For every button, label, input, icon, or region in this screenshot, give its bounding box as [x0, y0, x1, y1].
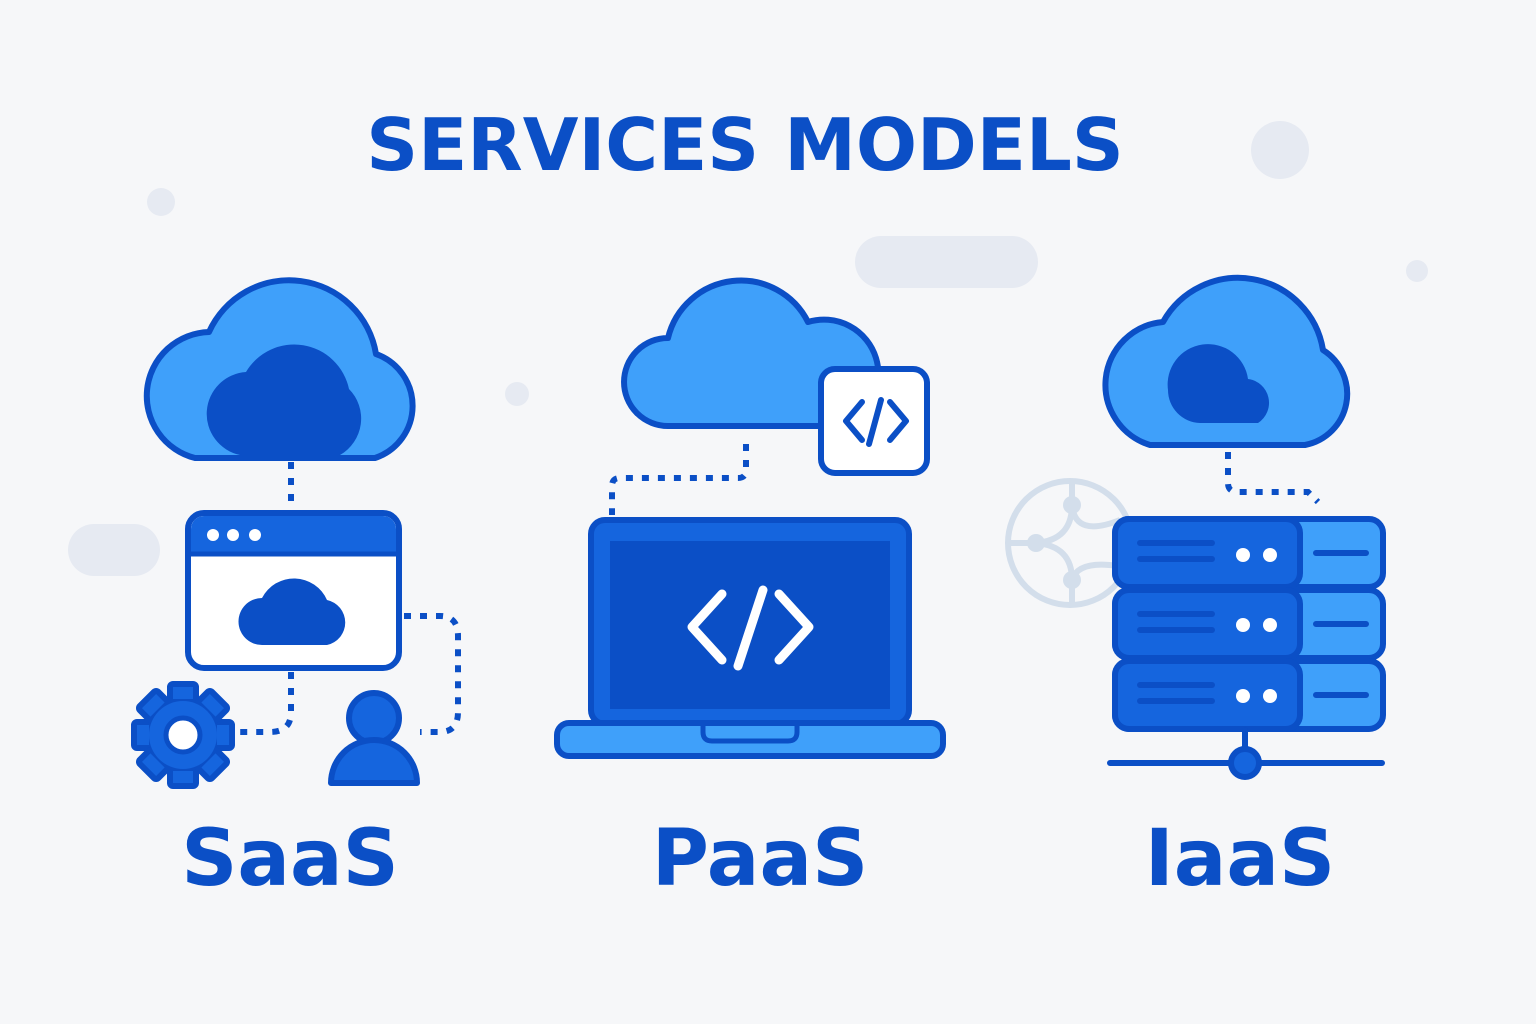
- server-unit: [1112, 658, 1386, 732]
- saas-label: SaaS: [181, 814, 399, 904]
- laptop-icon: [554, 517, 946, 759]
- background-decorations: [68, 121, 1428, 576]
- inner-cloud-icon: [206, 344, 362, 455]
- iaas-label: IaaS: [1145, 814, 1335, 904]
- paas-illustration: PaaS: [554, 277, 946, 904]
- page-title: SERVICES MODELS: [366, 103, 1123, 187]
- network-node-icon: [1228, 746, 1262, 780]
- code-badge-icon: [818, 366, 930, 476]
- server-unit: [1112, 516, 1386, 590]
- saas-illustration: SaaS: [131, 277, 461, 904]
- inner-cloud-icon: [1167, 344, 1270, 423]
- paas-label: PaaS: [652, 814, 869, 904]
- gear-icon: [131, 681, 235, 789]
- server-unit: [1112, 587, 1386, 661]
- user-icon: [328, 690, 420, 786]
- server-rack-icon: [1107, 516, 1386, 780]
- browser-window-icon: [185, 510, 402, 671]
- iaas-illustration: IaaS: [1005, 274, 1386, 904]
